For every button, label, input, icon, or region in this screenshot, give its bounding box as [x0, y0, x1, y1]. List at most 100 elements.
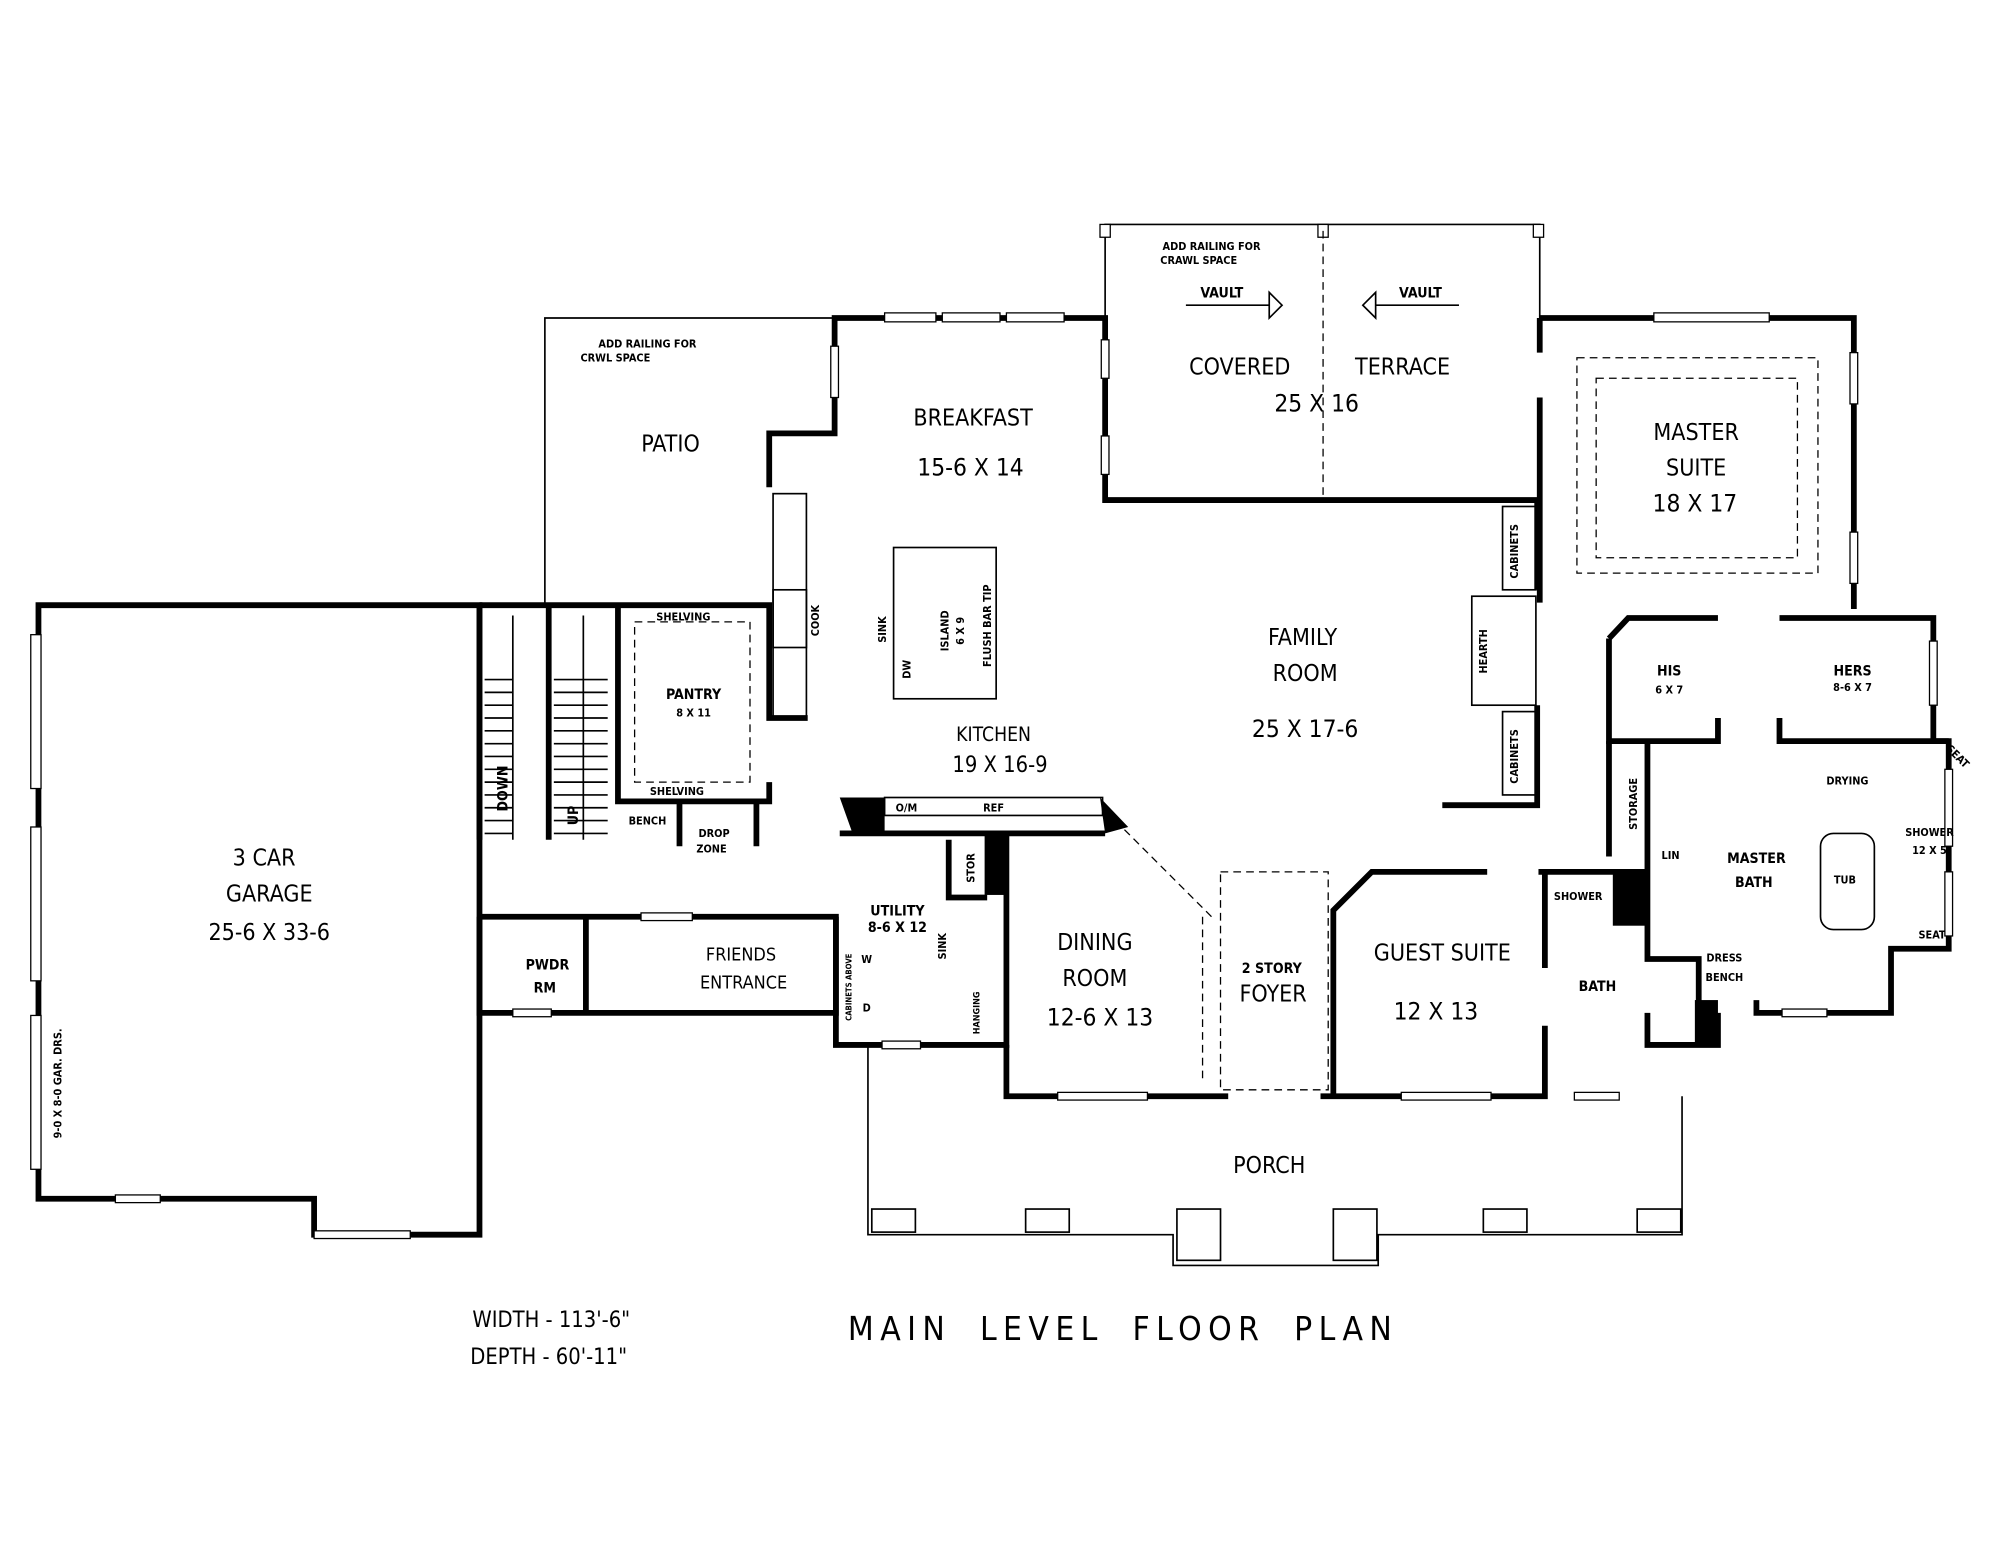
drop-zone-label-2: ZONE [696, 843, 726, 856]
shelving-bottom-label: SHELVING [650, 785, 704, 798]
breakfast-label: BREAKFAST [913, 406, 1033, 432]
patio-outline [544, 317, 835, 606]
patio-label: PATIO [641, 431, 700, 457]
overall-width: WIDTH - 113'-6" [472, 1308, 630, 1333]
cook-label: COOK [809, 604, 822, 636]
tub [1819, 832, 1876, 931]
garage-label: 3 CAR [233, 845, 296, 871]
master-bath-label: MASTER [1727, 851, 1786, 867]
patio-note: ADD RAILING FOR [598, 338, 696, 351]
master-suite-label: MASTER [1653, 420, 1738, 446]
master-bath-label-2: BATH [1735, 875, 1773, 891]
utility-dims: 8-6 X 12 [868, 920, 927, 936]
terrace-note: ADD RAILING FOR [1163, 240, 1261, 253]
utility-sink-label: SINK [936, 933, 949, 960]
cabinets-upper-label: CABINETS [1508, 524, 1521, 578]
bath-storage-label: STORAGE [1627, 778, 1640, 830]
porch-label: PORCH [1233, 1153, 1305, 1179]
pantry-label: PANTRY [666, 687, 722, 703]
dishwasher-label: DW [900, 660, 913, 679]
hearth [1470, 595, 1537, 707]
hanging-label: HANGING [972, 991, 982, 1034]
foyer-label-2: FOYER [1239, 981, 1306, 1007]
family-room-label-2: ROOM [1273, 661, 1338, 687]
seat-label: SEAT [1918, 929, 1945, 942]
porch-column [1332, 1208, 1378, 1262]
drop-zone-label: DROP [699, 827, 730, 840]
oven-counter [883, 796, 1104, 817]
utility-label: UTILITY [870, 903, 925, 919]
hearth-label: HEARTH [1477, 629, 1490, 673]
hers-label: HERS [1833, 664, 1871, 680]
master-suite-dims: 18 X 17 [1653, 489, 1738, 518]
bench-label: BENCH [629, 814, 667, 827]
dress-bench-label-2: BENCH [1706, 971, 1744, 984]
terrace-dims: 25 X 16 [1274, 389, 1359, 418]
sink-label: SINK [876, 616, 889, 643]
porch-column [1176, 1208, 1222, 1262]
porch-column [1636, 1208, 1682, 1233]
flush-bar-label: FLUSH BAR TIP [981, 584, 994, 667]
plan-title: MAIN LEVEL FLOOR PLAN [848, 1309, 1398, 1348]
shelving-top-label: SHELVING [656, 611, 710, 624]
kitchen-dims: 19 X 16-9 [952, 753, 1047, 778]
bath-label: BATH [1579, 979, 1617, 995]
dress-bench-label: DRESS [1706, 952, 1742, 965]
his-dims: 6 X 7 [1655, 684, 1683, 697]
vault-left-label: VAULT [1200, 286, 1243, 302]
terrace-note-2: CRAWL SPACE [1160, 254, 1237, 267]
kitchen-island [892, 546, 997, 700]
garage-doors-note: 9-0 X 8-0 GAR. DRS. [52, 1028, 65, 1138]
porch-column [1482, 1208, 1528, 1233]
dining-dims: 12-6 X 13 [1047, 1003, 1153, 1032]
washer-label: W [861, 953, 872, 966]
pantry-shelving [633, 621, 751, 783]
family-room-label: FAMILY [1268, 625, 1338, 651]
guest-suite-label: GUEST SUITE [1374, 940, 1511, 966]
master-suite-label-2: SUITE [1666, 456, 1726, 482]
hers-dims: 8-6 X 7 [1833, 681, 1872, 694]
oven-microwave-label: O/M [896, 802, 918, 815]
master-tray-outer [1576, 357, 1819, 574]
cooktop [772, 588, 808, 649]
cabinets-lower-label: CABINETS [1508, 729, 1521, 783]
guest-suite-dims: 12 X 13 [1394, 996, 1479, 1025]
vault-arrow-right-icon [1185, 290, 1284, 321]
drying-label: DRYING [1826, 775, 1868, 788]
friends-entrance-label: FRIENDS [706, 944, 776, 965]
cabinets-above-label: CABINETS ABOVE [844, 953, 853, 1021]
guest-shower-label: SHOWER [1554, 890, 1603, 903]
porch-outline [867, 1044, 1683, 1267]
foyer-label: 2 STORY [1242, 961, 1303, 977]
island-label: ISLAND [939, 610, 952, 651]
stairs-up-label: UP [566, 806, 582, 826]
his-label: HIS [1657, 664, 1681, 680]
friends-entrance-label-2: ENTRANCE [700, 973, 787, 994]
terrace-outline [1104, 223, 1541, 319]
terrace-label: COVERED [1189, 354, 1290, 380]
refrigerator-label: REF [983, 802, 1004, 815]
porch-column [1024, 1208, 1071, 1233]
garage-label-2: GARAGE [226, 881, 313, 907]
terrace-label-2: TERRACE [1354, 354, 1450, 380]
breakfast-dims: 15-6 X 14 [917, 453, 1023, 482]
foyer-open [1219, 871, 1329, 1091]
dining-label-2: ROOM [1062, 966, 1127, 992]
staircase[interactable] [484, 615, 608, 840]
family-room-dims: 25 X 17-6 [1252, 714, 1358, 743]
patio-note-2: CRWL SPACE [580, 352, 650, 365]
powder-label: PWDR [526, 957, 570, 973]
kitchen-counter [772, 492, 808, 719]
kitchen-label: KITCHEN [956, 723, 1031, 746]
porch-column [870, 1208, 917, 1233]
vault-right-label: VAULT [1399, 286, 1442, 302]
tub-label: TUB [1834, 873, 1856, 886]
master-tray-inner [1595, 377, 1799, 559]
master-shower-label: SHOWER [1905, 826, 1954, 839]
garage-dims: 25-6 X 33-6 [208, 920, 330, 946]
master-shower-dims: 12 X 5 [1912, 844, 1947, 857]
island-dims: 6 X 9 [954, 617, 967, 645]
vault-arrow-left-icon [1361, 290, 1459, 321]
dining-label: DINING [1057, 930, 1132, 956]
